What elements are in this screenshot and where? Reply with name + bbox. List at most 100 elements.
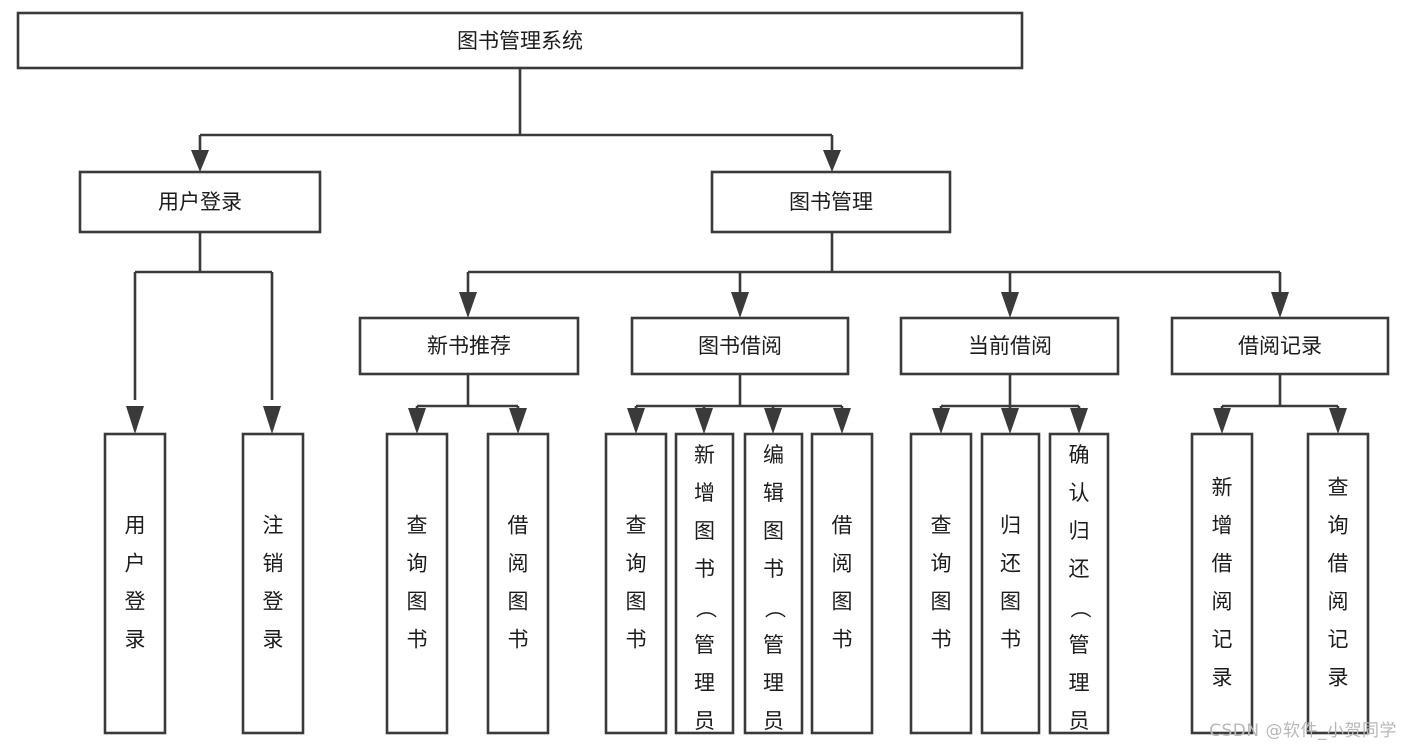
svg-text:查: 查 bbox=[407, 514, 428, 538]
node-root-label: 图书管理系统 bbox=[457, 29, 583, 53]
arrowhead-borrow-record bbox=[1271, 292, 1289, 318]
svg-text:图: 图 bbox=[694, 519, 715, 543]
svg-text:销: 销 bbox=[263, 552, 284, 576]
node-book-borrow-box[interactable] bbox=[630, 316, 850, 376]
node-leaf-borrow-book-1[interactable] bbox=[486, 432, 550, 735]
node-leaf-query-book-3[interactable] bbox=[909, 432, 973, 735]
node-leaf-user-login-box[interactable] bbox=[103, 432, 167, 735]
connector-borrowrecord-bus bbox=[1220, 374, 1340, 414]
node-leaf-add-book[interactable] bbox=[674, 432, 735, 735]
node-leaf-confirm-return[interactable] bbox=[1048, 432, 1110, 735]
arrowhead-leaf-return-book bbox=[1001, 408, 1019, 434]
svg-text:书: 书 bbox=[407, 628, 428, 652]
arrowhead-book-manage bbox=[823, 150, 841, 172]
arrowhead-leaf-add-record bbox=[1213, 408, 1231, 434]
svg-text:登: 登 bbox=[263, 590, 284, 614]
node-book-manage[interactable]: 图书管理 bbox=[710, 170, 952, 234]
svg-text:管: 管 bbox=[694, 633, 715, 657]
svg-text:归: 归 bbox=[1000, 514, 1021, 538]
svg-text:归: 归 bbox=[1069, 519, 1090, 543]
node-leaf-edit-book-box[interactable] bbox=[743, 432, 804, 735]
svg-text:查: 查 bbox=[931, 514, 952, 538]
node-book-borrow[interactable]: 图书借阅 bbox=[630, 316, 850, 376]
node-leaf-add-record-box[interactable] bbox=[1190, 432, 1254, 735]
node-leaf-borrow-book-2[interactable] bbox=[810, 432, 874, 735]
arrowhead-leaf-borrow-book-1 bbox=[509, 408, 527, 434]
svg-text:录: 录 bbox=[1328, 666, 1349, 690]
svg-text:确: 确 bbox=[1069, 443, 1090, 467]
node-leaf-logout-box[interactable] bbox=[241, 432, 305, 735]
node-leaf-query-book-2[interactable] bbox=[604, 432, 668, 735]
arrowhead-leaf-confirm-return bbox=[1070, 408, 1088, 434]
svg-text:书: 书 bbox=[508, 628, 529, 652]
node-leaf-query-record[interactable] bbox=[1306, 432, 1370, 735]
node-leaf-borrow-book-1-box[interactable] bbox=[486, 432, 550, 735]
arrowhead-book-borrow bbox=[731, 292, 749, 318]
svg-text:户: 户 bbox=[125, 552, 146, 576]
node-new-book-rec-box[interactable] bbox=[358, 316, 580, 376]
node-new-book-rec[interactable]: 新书推荐 bbox=[358, 316, 580, 376]
arrowhead-leaf-query-record bbox=[1329, 408, 1347, 434]
svg-text:（: （ bbox=[1068, 598, 1092, 619]
connector-bookmanage-bus bbox=[466, 232, 1282, 292]
arrowhead-leaf-add-book bbox=[695, 408, 713, 434]
node-current-borrow-box[interactable] bbox=[899, 316, 1120, 376]
svg-text:员: 员 bbox=[763, 709, 784, 733]
node-leaf-return-book[interactable] bbox=[980, 432, 1041, 735]
node-book-manage-box[interactable] bbox=[710, 170, 952, 234]
svg-text:书: 书 bbox=[626, 628, 647, 652]
node-leaf-edit-book[interactable] bbox=[743, 432, 804, 735]
connector-bookborrow-bus bbox=[634, 374, 844, 414]
node-leaf-add-book-box[interactable] bbox=[674, 432, 735, 735]
node-borrow-record[interactable]: 借阅记录 bbox=[1170, 316, 1390, 376]
svg-text:还: 还 bbox=[1000, 552, 1021, 576]
svg-text:录: 录 bbox=[263, 628, 284, 652]
node-leaf-borrow-book-2-box[interactable] bbox=[810, 432, 874, 735]
node-root-box[interactable] bbox=[16, 11, 1024, 70]
node-leaf-logout[interactable] bbox=[241, 432, 305, 735]
svg-text:理: 理 bbox=[763, 671, 784, 695]
svg-text:图: 图 bbox=[1000, 590, 1021, 614]
svg-text:图: 图 bbox=[508, 590, 529, 614]
node-current-borrow[interactable]: 当前借阅 bbox=[899, 316, 1120, 376]
svg-text:阅: 阅 bbox=[1212, 590, 1233, 614]
node-leaf-add-record[interactable] bbox=[1190, 432, 1254, 735]
svg-text:管: 管 bbox=[1069, 633, 1090, 657]
node-leaf-query-book-1[interactable] bbox=[385, 432, 449, 735]
arrowhead-leaf-query-book-3 bbox=[932, 408, 950, 434]
node-root[interactable]: 图书管理系统 bbox=[16, 11, 1024, 70]
node-leaf-user-login-label: 用户登录 bbox=[125, 514, 146, 652]
svg-text:询: 询 bbox=[931, 552, 952, 576]
node-leaf-query-book-2-box[interactable] bbox=[604, 432, 668, 735]
arrowhead-current-borrow bbox=[1001, 292, 1019, 318]
svg-text:图: 图 bbox=[931, 590, 952, 614]
arrowhead-leaf-logout bbox=[263, 406, 281, 434]
svg-text:图: 图 bbox=[763, 519, 784, 543]
node-current-borrow-label: 当前借阅 bbox=[968, 334, 1052, 358]
svg-text:员: 员 bbox=[694, 709, 715, 733]
node-user-login[interactable]: 用户登录 bbox=[78, 170, 322, 234]
node-user-login-box[interactable] bbox=[78, 170, 322, 234]
svg-text:借: 借 bbox=[1328, 552, 1349, 576]
node-borrow-record-box[interactable] bbox=[1170, 316, 1390, 376]
node-leaf-query-book-1-box[interactable] bbox=[385, 432, 449, 735]
node-leaf-return-book-box[interactable] bbox=[980, 432, 1041, 735]
node-leaf-query-record-box[interactable] bbox=[1306, 432, 1370, 735]
node-leaf-confirm-return-box[interactable] bbox=[1048, 432, 1110, 735]
svg-text:录: 录 bbox=[125, 628, 146, 652]
node-leaf-user-login[interactable] bbox=[103, 432, 167, 735]
svg-text:辑: 辑 bbox=[763, 481, 784, 505]
svg-text:书: 书 bbox=[931, 628, 952, 652]
node-leaf-query-book-3-box[interactable] bbox=[909, 432, 973, 735]
svg-text:询: 询 bbox=[1328, 514, 1349, 538]
svg-text:理: 理 bbox=[694, 671, 715, 695]
svg-text:查: 查 bbox=[626, 514, 647, 538]
node-borrow-record-label: 借阅记录 bbox=[1238, 334, 1322, 358]
